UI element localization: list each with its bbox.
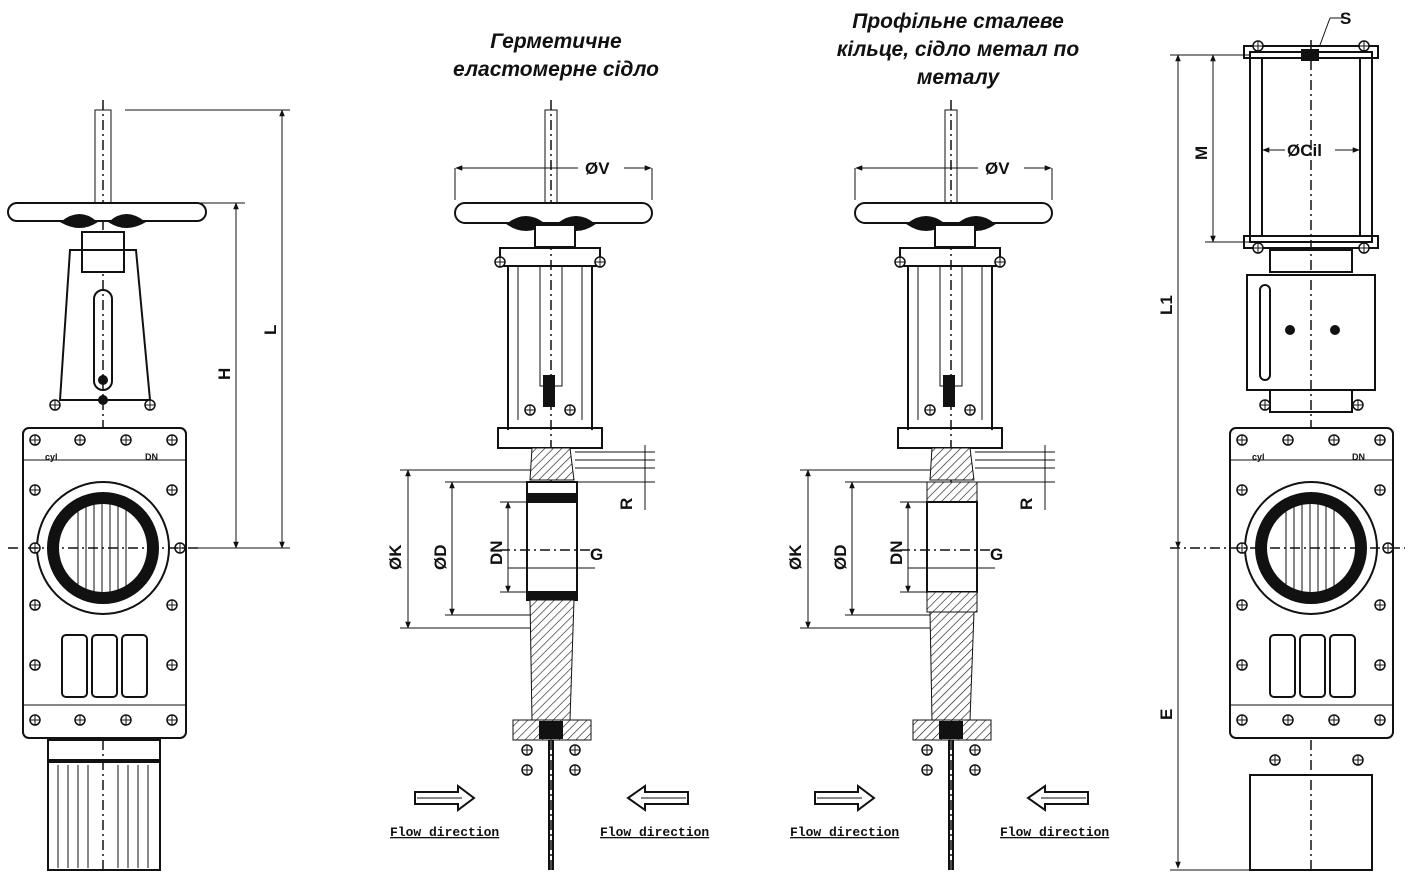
logo-mark-2: cyl xyxy=(1252,452,1265,462)
dim-e-label: E xyxy=(1157,709,1176,720)
dim-m-label: M xyxy=(1192,146,1211,160)
dim-d-label-2: ØD xyxy=(831,545,850,571)
dim-l-label: L xyxy=(261,325,280,335)
body-dn-mark-2: DN xyxy=(1352,452,1365,462)
caption-elastomer-line1: Герметичне xyxy=(490,30,622,53)
dim-k-label-2: ØK xyxy=(786,544,805,570)
flow-direction-label-4: Flow direction xyxy=(1000,825,1109,840)
caption-metal-line2: кільце, сідло метал по xyxy=(837,38,1080,61)
dim-h-label: H xyxy=(215,368,234,380)
dim-g-label-1: G xyxy=(590,545,603,564)
flow-arrow-right-icon xyxy=(414,784,476,812)
handwheel-icon xyxy=(854,202,1053,224)
dim-v-label-2: ØV xyxy=(985,159,1010,178)
section-view-metal: Профільне сталеве кільце, сідло метал по… xyxy=(786,10,1109,870)
caption-elastomer-line2: еластомерне сідло xyxy=(453,58,659,81)
flow-direction-label-3: Flow direction xyxy=(790,825,899,840)
dim-cil-label: ØCil xyxy=(1287,141,1322,160)
dim-g-label-2: G xyxy=(990,545,1003,564)
logo-mark: cyl xyxy=(45,452,58,462)
dim-v-label-1: ØV xyxy=(585,159,610,178)
dim-dn-label-2: DN xyxy=(887,540,906,565)
front-view-pneumatic: ØCil S M cyl DN xyxy=(1157,9,1405,871)
flow-arrow-right-icon xyxy=(814,784,876,812)
caption-metal-line1: Профільне сталеве xyxy=(852,10,1064,33)
flow-arrow-left-icon xyxy=(1026,784,1089,812)
body-dn-mark: DN xyxy=(145,452,158,462)
front-view-handwheel: cyl DN xyxy=(7,100,290,871)
flow-arrow-left-icon xyxy=(626,784,689,812)
dim-k-label-1: ØK xyxy=(386,544,405,570)
flow-direction-label-1: Flow direction xyxy=(390,825,499,840)
dim-s-label: S xyxy=(1340,9,1351,28)
dim-r-label-1: R xyxy=(617,498,636,510)
dim-l1-label: L1 xyxy=(1157,295,1176,315)
dim-dn-label-1: DN xyxy=(487,540,506,565)
section-view-elastomer: Герметичне еластомерне сідло ØV xyxy=(386,30,709,870)
dim-r-label-2: R xyxy=(1017,498,1036,510)
dim-d-label-1: ØD xyxy=(431,545,450,571)
handwheel-icon xyxy=(7,202,207,222)
caption-metal-line3: металу xyxy=(917,66,1001,89)
handwheel-icon xyxy=(454,202,653,224)
flow-direction-label-2: Flow direction xyxy=(600,825,709,840)
